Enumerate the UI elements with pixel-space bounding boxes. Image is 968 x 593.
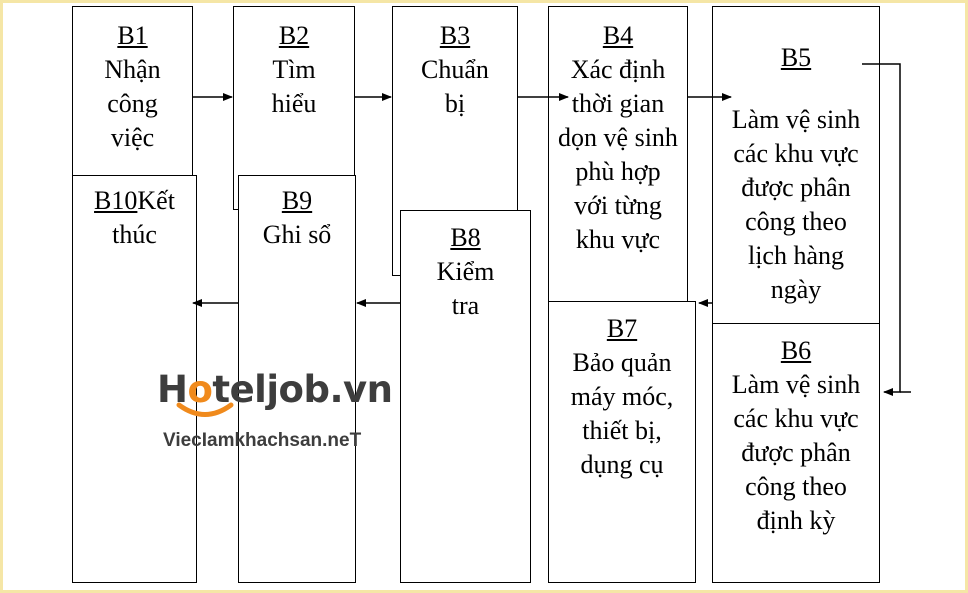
step-b9-code: B9 xyxy=(281,186,313,215)
step-b7-text: Bảo quản máy móc, thiết bị, dụng cụ xyxy=(570,348,674,479)
step-b3-text: Chuẩn bị xyxy=(421,55,489,118)
step-b7-code: B7 xyxy=(606,314,638,343)
step-b2-code: B2 xyxy=(278,21,310,50)
logo-smile-icon xyxy=(176,402,234,417)
step-b5-code: B5 xyxy=(780,43,812,72)
step-b6-code: B6 xyxy=(780,336,812,365)
step-b6: B6 Làm vệ sinh các khu vực được phân côn… xyxy=(712,323,880,583)
step-b5: B5 Làm vệ sinh các khu vực được phân côn… xyxy=(712,6,880,324)
logo-text-h: H xyxy=(157,368,188,411)
step-b2-text: Tìm hiểu xyxy=(271,55,317,118)
hoteljob-logo: Hoteljob.vn xyxy=(157,368,393,411)
step-b10-text: Kết thúc xyxy=(112,186,175,249)
step-b5-text: Làm vệ sinh các khu vực được phân công t… xyxy=(731,105,861,304)
step-b8-text: Kiểm tra xyxy=(436,257,495,320)
step-b1: B1 Nhận công việc xyxy=(72,6,193,190)
step-b8: B8 Kiểm tra xyxy=(400,210,531,583)
step-b9: B9 Ghi sổ xyxy=(238,175,356,583)
step-b4-text: Xác định thời gian dọn vệ sinh phù hợp v… xyxy=(558,55,678,254)
step-b10: B10Kết thúc xyxy=(72,175,197,583)
step-b1-text: Nhận công việc xyxy=(104,55,161,152)
step-b1-code: B1 xyxy=(117,21,148,50)
step-b10-heading: B10Kết thúc xyxy=(73,184,196,252)
step-b9-text: Ghi sổ xyxy=(262,220,332,249)
logo-text-rest: teljob.vn xyxy=(212,368,393,411)
step-b10-code: B10 xyxy=(94,186,138,215)
step-b3-code: B3 xyxy=(439,21,471,50)
step-b8-code: B8 xyxy=(450,223,481,252)
step-b7: B7 Bảo quản máy móc, thiết bị, dụng cụ xyxy=(548,301,696,583)
step-b6-text: Làm vệ sinh các khu vực được phân công t… xyxy=(731,370,861,535)
logo-text-o: o xyxy=(187,368,213,411)
step-b4-code: B4 xyxy=(602,21,634,50)
step-b4: B4 Xác định thời gian dọn vệ sinh phù hợ… xyxy=(548,6,688,302)
watermark-tagline: ViecIamkhachsan.neT xyxy=(163,430,362,451)
